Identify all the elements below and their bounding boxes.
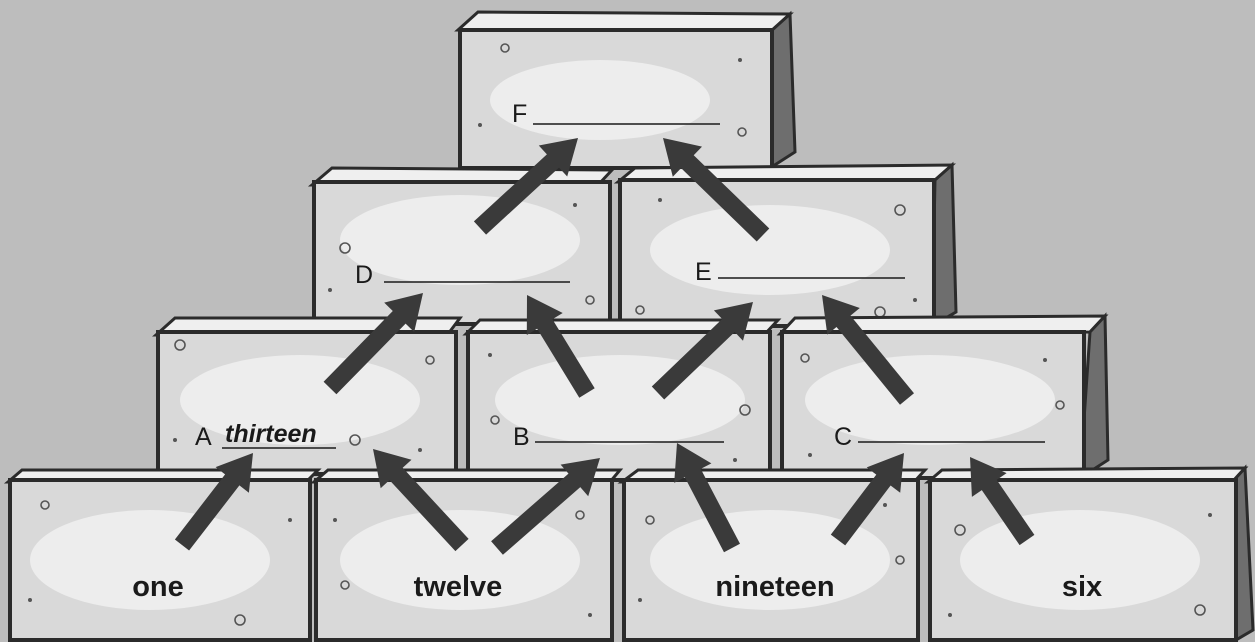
slot-label-e: E: [695, 258, 712, 286]
brick-base-1: [8, 470, 318, 640]
brick-base-4: [928, 468, 1253, 640]
slot-label-d: D: [355, 261, 373, 289]
base-word-twelve: twelve: [414, 571, 503, 603]
brick-f: [458, 12, 795, 168]
slot-label-a: A: [195, 423, 212, 451]
brick-b: [466, 320, 778, 480]
brick-e: [618, 165, 956, 326]
slot-label-b: B: [513, 423, 530, 451]
slot-label-f: F: [512, 100, 527, 128]
brick-base-2: [314, 470, 620, 640]
base-word-six: six: [1062, 571, 1102, 603]
slot-answer-a: thirteen: [225, 420, 317, 448]
brick-c: [780, 316, 1108, 478]
brick-d: [312, 168, 612, 324]
base-word-nineteen: nineteen: [715, 571, 834, 603]
base-word-one: one: [132, 571, 184, 603]
slot-label-c: C: [834, 423, 852, 451]
